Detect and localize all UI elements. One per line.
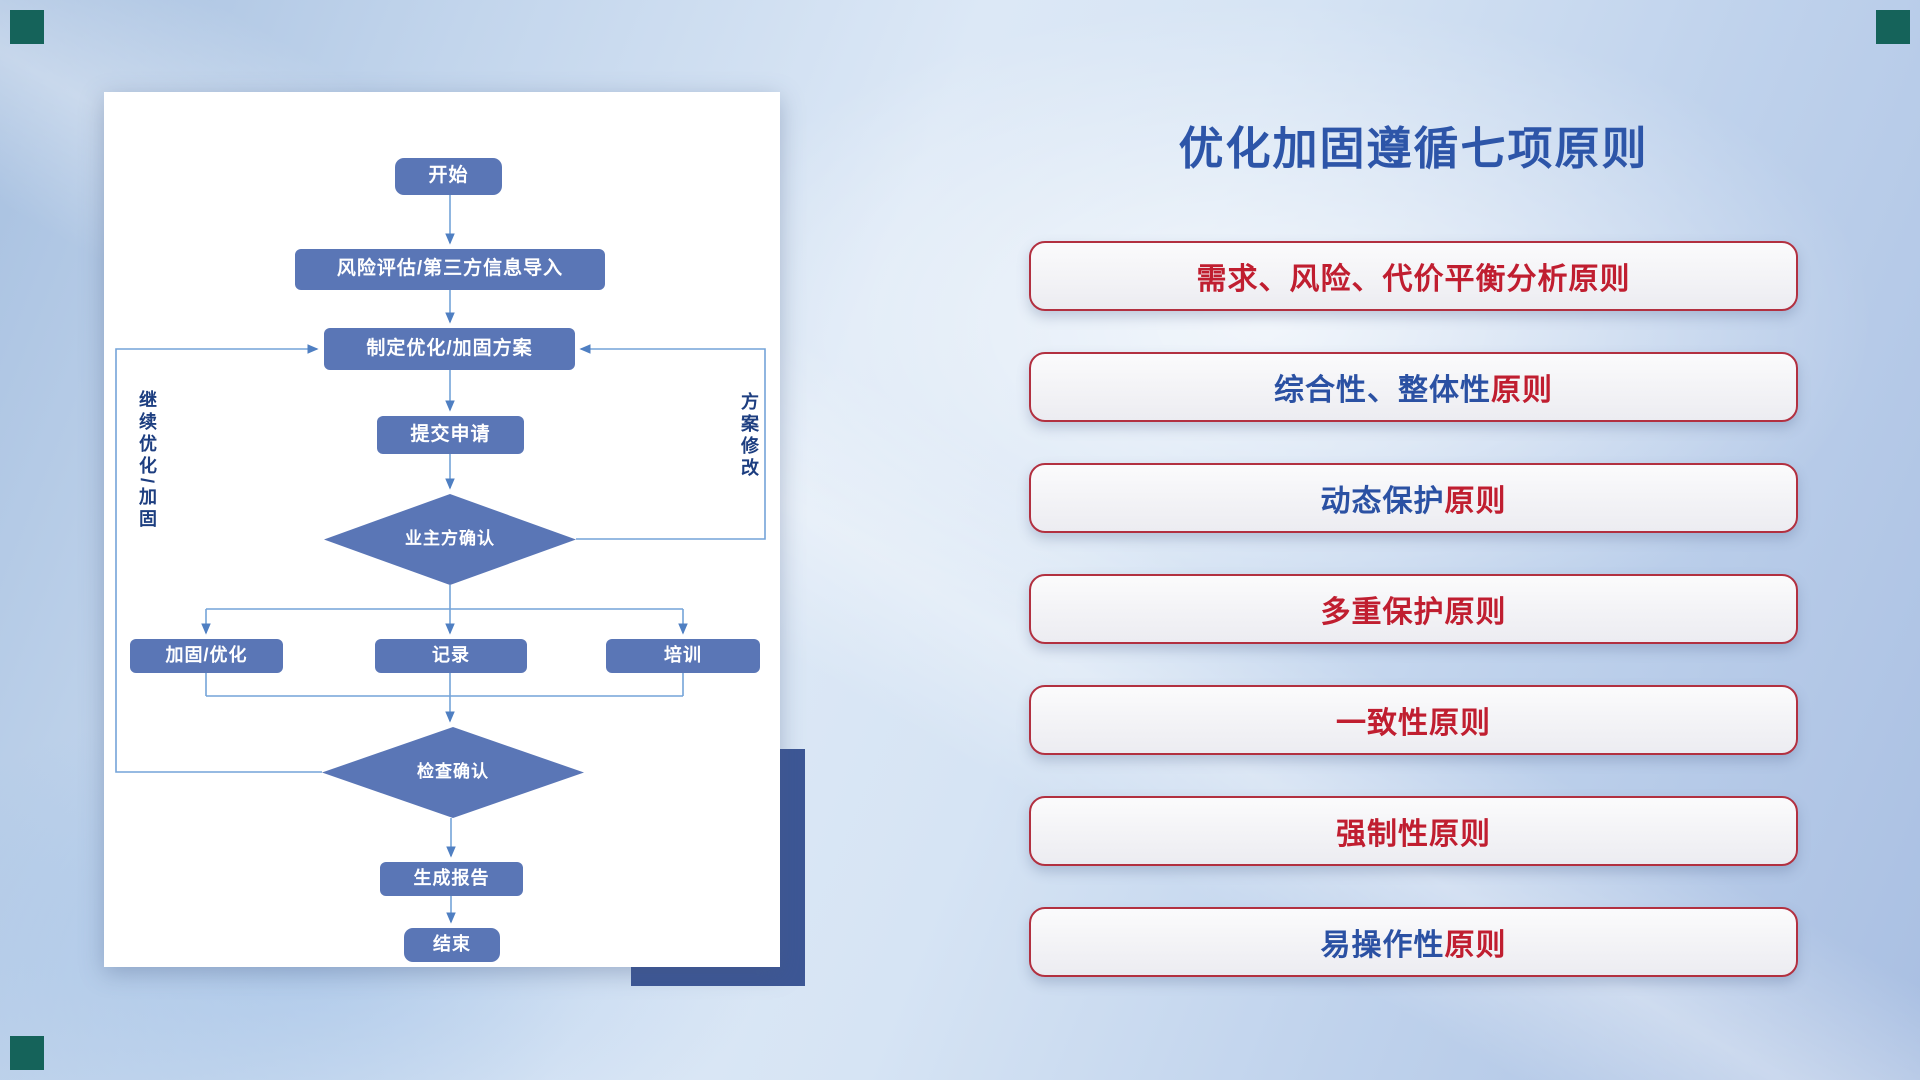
principle-text: 一致性原则 — [1336, 707, 1491, 740]
principle-text: 原则 — [1491, 374, 1553, 407]
principle-text: 综合性、整体性 — [1274, 374, 1491, 407]
corner-accent-top-left — [10, 10, 44, 44]
flow-node-check-confirm: 检查确认 — [322, 727, 584, 818]
principle-pill: 综合性、整体性原则 — [1029, 352, 1798, 422]
principle-pill: 易操作性原则 — [1029, 907, 1798, 977]
principle-text: 需求、风险、代价平衡分析原则 — [1196, 263, 1631, 296]
principle-pill: 动态保护原则 — [1029, 463, 1798, 533]
principle-pill: 一致性原则 — [1029, 685, 1798, 755]
principle-text: 多重保护原则 — [1320, 596, 1507, 629]
principle-text: 原则 — [1444, 929, 1507, 962]
flow-node-reinforce: 加固/优化 — [130, 639, 283, 673]
principle-pill: 强制性原则 — [1029, 796, 1798, 866]
flow-node-owner-confirm: 业主方确认 — [324, 494, 576, 585]
flow-node-make-plan: 制定优化/加固方案 — [324, 328, 575, 370]
flow-node-submit: 提交申请 — [377, 416, 524, 454]
principle-pill: 需求、风险、代价平衡分析原则 — [1029, 241, 1798, 311]
principles-list: 需求、风险、代价平衡分析原则综合性、整体性原则动态保护原则多重保护原则一致性原则… — [1029, 241, 1798, 977]
principle-text: 动态保护 — [1320, 485, 1445, 518]
flow-node-end: 结束 — [404, 928, 500, 962]
principle-text: 强制性原则 — [1336, 818, 1491, 851]
flow-node-start: 开始 — [395, 158, 502, 195]
principle-text: 原则 — [1444, 485, 1507, 518]
corner-accent-top-right — [1876, 10, 1910, 44]
loop-label-plan-modify: 方案修改 — [739, 392, 759, 480]
flow-node-training: 培训 — [606, 639, 760, 673]
flow-node-report: 生成报告 — [380, 862, 523, 896]
loop-label-continue-optimize: 继续优化/加固 — [137, 390, 157, 532]
flowchart-card: 开始 风险评估/第三方信息导入 制定优化/加固方案 提交申请 业主方确认 加固/… — [104, 92, 780, 967]
principle-text: 易操作性 — [1320, 929, 1445, 962]
principle-pill: 多重保护原则 — [1029, 574, 1798, 644]
page-title: 优化加固遵循七项原则 — [1178, 123, 1649, 174]
corner-accent-bottom-left — [10, 1036, 44, 1070]
flow-node-risk-import: 风险评估/第三方信息导入 — [295, 249, 605, 290]
flow-node-record: 记录 — [375, 639, 527, 673]
